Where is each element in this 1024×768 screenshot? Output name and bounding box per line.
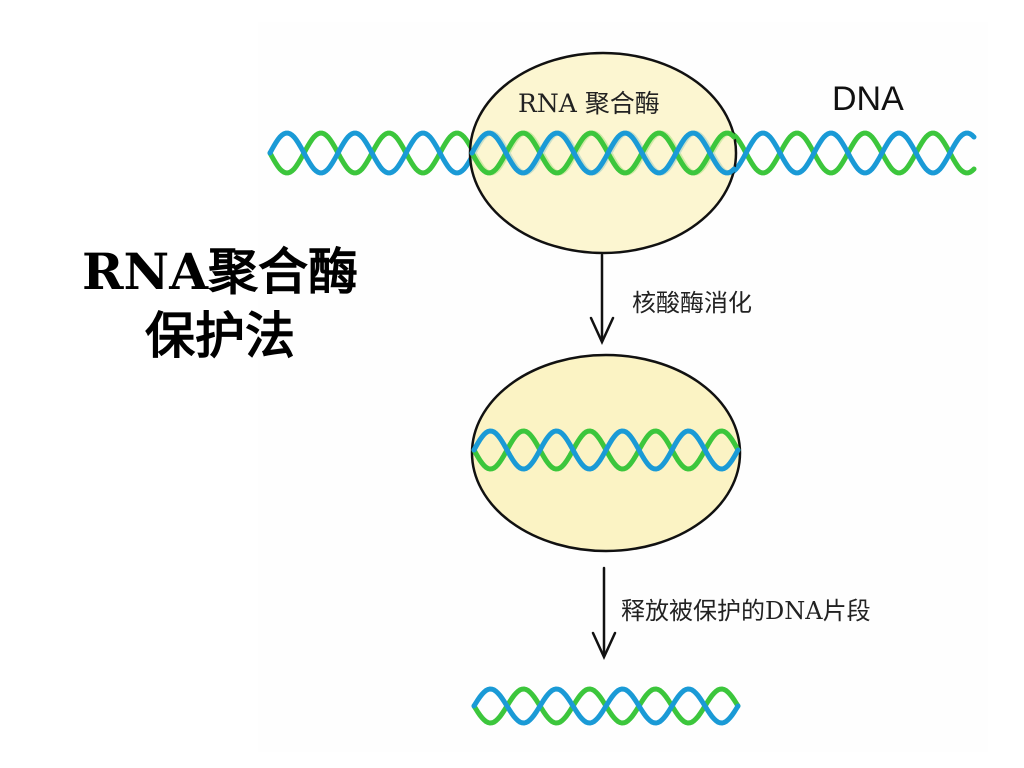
dna-strand-green-covered (469, 130, 737, 176)
dna-label: DNA (832, 80, 904, 118)
method-title-line1: RNA聚合酶 (81, 242, 359, 301)
method-title: RNA聚合酶 保护法 (60, 240, 380, 368)
dna-strand-blue-covered (469, 130, 737, 176)
dna-strand-blue-released (471, 686, 741, 726)
dna-helix-covered (469, 130, 737, 176)
arrow-down-icon (591, 566, 617, 661)
dna-strand-blue-protected (471, 428, 741, 472)
enzyme-label: RNA 聚合酶 (518, 89, 660, 118)
step-release-label: 释放被保护的DNA片段 (621, 597, 871, 625)
dna-helix-protected (471, 428, 741, 472)
dna-helix-released (471, 686, 741, 726)
rna-polymerase-ellipse (468, 51, 738, 255)
step-digestion-label: 核酸酶消化 (632, 289, 752, 317)
method-title-line2: 保护法 (145, 306, 295, 365)
arrow-down-icon (589, 253, 615, 346)
